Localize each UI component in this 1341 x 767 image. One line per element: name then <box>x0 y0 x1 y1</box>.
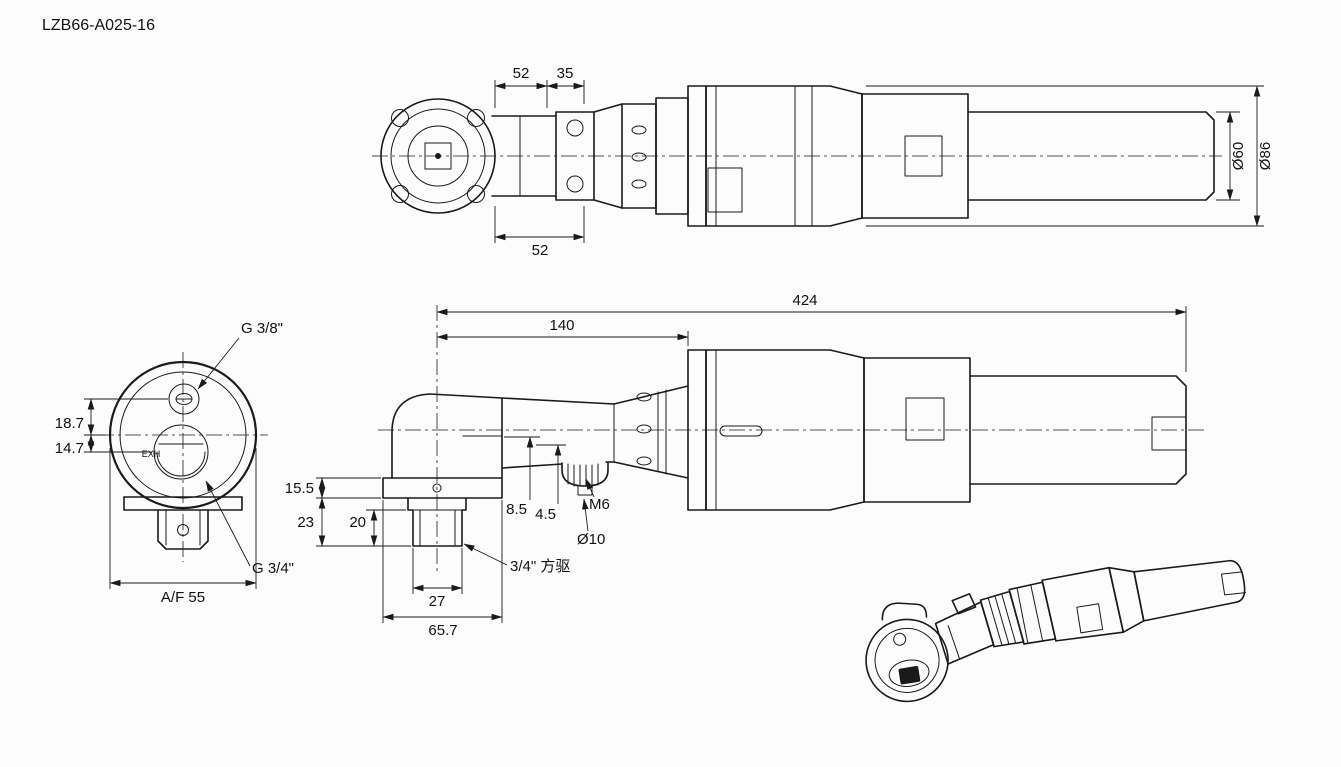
iso-body <box>1041 566 1145 642</box>
end-flange-and-drive <box>123 496 243 550</box>
bolt-hole <box>467 109 485 127</box>
af55-label: A/F 55 <box>161 589 205 606</box>
flange-bolt-hole <box>566 175 584 193</box>
drive-center-dot <box>435 153 441 159</box>
exhaust-label: EXH <box>142 449 161 459</box>
dia-60-label: Ø60 <box>1230 142 1247 170</box>
iso-head <box>865 602 949 703</box>
g34-label: G 3/4" <box>252 560 294 577</box>
dim-65-7-label: 65.7 <box>428 622 457 639</box>
clutch-slot <box>636 392 652 402</box>
square-drive-top <box>424 142 452 170</box>
g38-label: G 3/8" <box>241 320 283 337</box>
thread-m6-label: M6 <box>589 496 610 513</box>
top-view: 52 35 52 Ø60 Ø86 <box>372 65 1274 259</box>
head-outline <box>391 393 503 479</box>
side-angle-head <box>382 393 503 547</box>
dim-20-label: 20 <box>349 514 366 531</box>
iso-rear-tube <box>1133 559 1247 622</box>
dim-4-5-label: 4.5 <box>535 506 556 523</box>
top-angle-head <box>380 98 496 214</box>
drive-pin-hole <box>177 524 189 536</box>
body-plate <box>707 167 743 213</box>
side-body <box>705 349 1187 511</box>
top-body <box>705 85 1215 227</box>
dim-140-label: 140 <box>549 317 574 334</box>
dia-10-label: Ø10 <box>577 531 605 548</box>
rear-tube <box>969 375 1187 485</box>
flange-bolt-hole <box>566 119 584 137</box>
end-view-dimensions: G 3/8" G 3/4" A/F 55 18.7 14.7 <box>55 320 294 606</box>
clutch-slot <box>631 179 647 189</box>
bolt-hole <box>391 109 409 127</box>
clutch-slot <box>631 152 647 162</box>
motor-window <box>904 135 943 177</box>
clutch-slot <box>631 125 647 135</box>
square-drive-side <box>407 497 467 547</box>
dim-27-label: 27 <box>429 593 446 610</box>
square-drive-end <box>157 509 209 550</box>
side-view-dimensions: 424 140 15.5 23 20 8.5 4.5 M6 Ø10 3 <box>285 292 1187 639</box>
top-view-dimensions: 52 35 52 Ø60 Ø86 <box>494 65 1274 259</box>
iso-window <box>1076 603 1104 634</box>
iso-head-cap <box>881 602 928 621</box>
dim-18-7-label: 18.7 <box>55 415 84 432</box>
dim-14-7-label: 14.7 <box>55 440 84 457</box>
dim-15-5-label: 15.5 <box>285 480 314 497</box>
bolt-hole <box>391 185 409 203</box>
iso-view <box>865 559 1247 703</box>
dia-86-label: Ø86 <box>1257 142 1274 170</box>
dim-8-5-label: 8.5 <box>506 501 527 518</box>
clutch-slot <box>636 456 652 466</box>
body-slot <box>719 425 763 437</box>
top-clutch-section <box>621 85 707 227</box>
clutch-slot <box>636 424 652 434</box>
bolt-hole <box>467 185 485 203</box>
motor-window <box>905 397 945 441</box>
motor-housing <box>863 357 971 503</box>
iso-lever <box>951 593 977 615</box>
knob-stem <box>577 485 593 496</box>
dim-52-bottom-label: 52 <box>532 242 549 259</box>
top-neck <box>491 103 623 209</box>
iso-neck <box>934 593 995 665</box>
iso-square-drive <box>898 666 921 685</box>
end-view: EXH G 3/8" G 3/4" A/F 55 18.7 14. <box>55 320 294 606</box>
exhaust-port: EXH <box>142 424 209 480</box>
neck-flange <box>555 111 595 201</box>
dim-35-label: 35 <box>557 65 574 82</box>
iso-rear-notch <box>1220 571 1247 596</box>
drawing-title: LZB66-A025-16 <box>42 17 155 34</box>
adjust-knob <box>561 461 609 496</box>
motor-housing <box>861 93 969 219</box>
rear-notch <box>1151 416 1187 451</box>
head-flange <box>382 477 503 499</box>
inlet-port-g38 <box>168 383 200 415</box>
side-view: 424 140 15.5 23 20 8.5 4.5 M6 Ø10 3 <box>285 292 1205 639</box>
dim-52-top-label: 52 <box>513 65 530 82</box>
end-outer-circle <box>108 360 258 510</box>
rear-tube <box>967 111 1215 201</box>
dim-424-label: 424 <box>792 292 817 309</box>
dim-23-label: 23 <box>297 514 314 531</box>
iso-port <box>893 632 907 646</box>
square-drive-label: 3/4" 方驱 <box>510 558 570 575</box>
head-outer-circle <box>380 98 496 214</box>
